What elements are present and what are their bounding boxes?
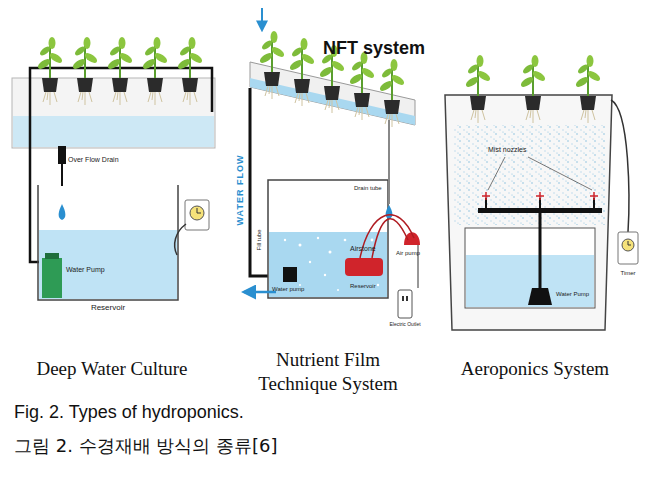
part-label: Timer <box>620 270 635 277</box>
part-label: Air pump <box>396 250 420 257</box>
part-label: Electric Outlet <box>389 322 420 328</box>
part-label: Water pump <box>272 286 304 293</box>
panel-caption: Nutrient Film Technique System <box>243 348 413 396</box>
panel-caption: Deep Water Culture <box>36 358 187 380</box>
flow-label: WATER FLOW <box>235 155 245 226</box>
part-label: Fill tube <box>256 229 263 250</box>
part-label: Water Pump <box>556 291 589 298</box>
part-label: Over Flow Drain <box>68 156 119 164</box>
system-title: NFT system <box>323 38 425 59</box>
korean-caption: 그림 2. 수경재배 방식의 종류[6] <box>14 436 278 457</box>
part-label: Airstone <box>350 245 376 253</box>
part-label: Drain tube <box>354 185 382 192</box>
part-label: Mist nozzles <box>488 146 527 154</box>
part-label: Water Pump <box>66 266 105 274</box>
panel-caption: Aeroponics System <box>461 358 609 380</box>
figure-caption: Fig. 2. Types of hydroponics. <box>14 402 244 423</box>
part-label: Reservoir <box>350 283 376 290</box>
part-label: Reservoir <box>91 303 125 312</box>
